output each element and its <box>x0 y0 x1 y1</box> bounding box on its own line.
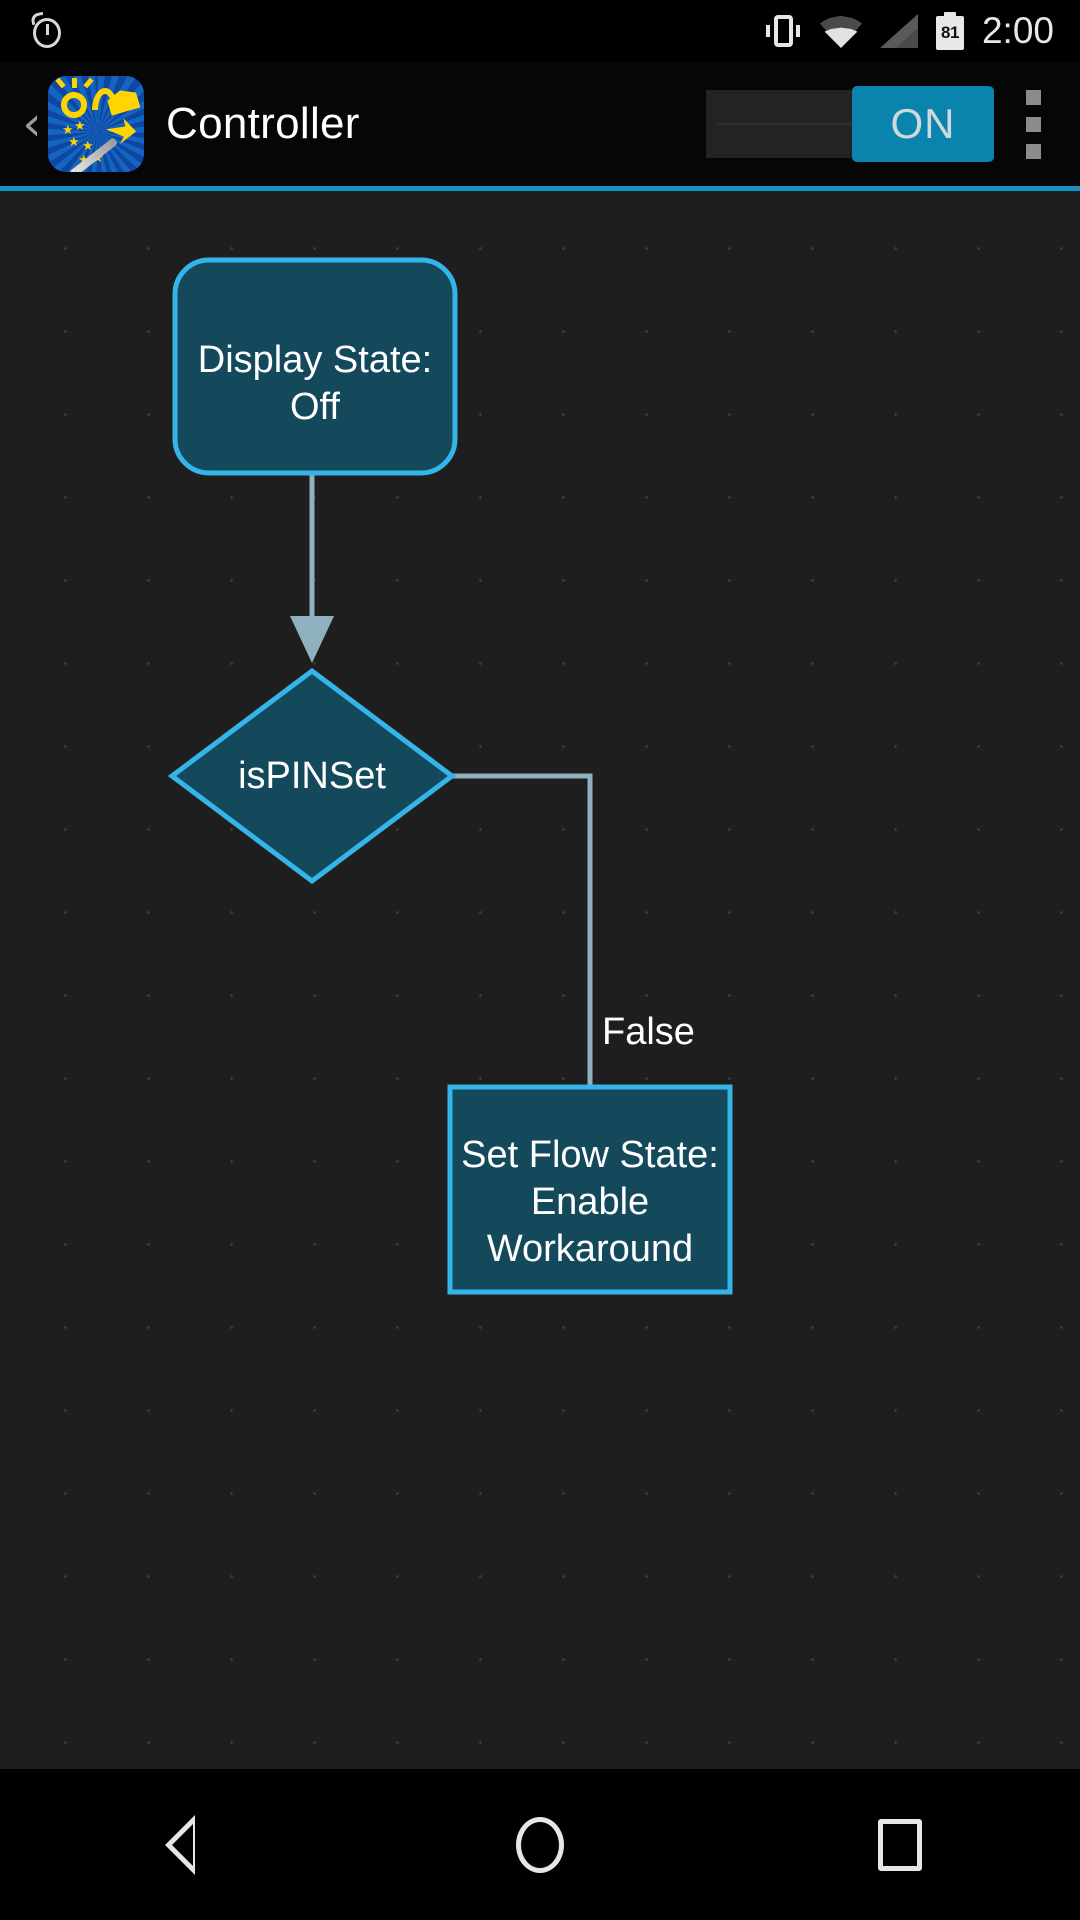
node-display-state[interactable] <box>172 257 458 476</box>
tasker-app-icon: ★ ★ ★ ★ ★ ★ <box>48 76 144 172</box>
node-is-pin-set[interactable] <box>167 667 457 885</box>
battery-level-text: 81 <box>941 23 959 42</box>
status-bar: 81 2:00 <box>0 0 1080 62</box>
status-clock: 2:00 <box>981 10 1054 51</box>
battery-icon: 81 <box>935 12 964 50</box>
page-title: Controller <box>166 99 360 148</box>
overflow-menu-icon[interactable] <box>994 62 1072 186</box>
android-nav-bar <box>0 1769 1080 1920</box>
flowchart-canvas[interactable]: Display State: Off isPINSet Set Flow Sta… <box>0 191 1080 1769</box>
alarm-clock-icon <box>29 11 66 49</box>
app-bar: ‹ ★ ★ ★ ★ ★ ★ Controller ON <box>0 62 1080 186</box>
toggle-label: ON <box>890 100 956 147</box>
edge-arrowhead-1 <box>290 616 334 663</box>
back-chevron-icon[interactable]: ‹ <box>22 96 42 152</box>
recents-icon[interactable] <box>810 1769 990 1920</box>
vibrate-icon <box>762 11 802 51</box>
node-set-flow-state[interactable] <box>447 1084 733 1295</box>
status-icons: 81 2:00 <box>762 10 1054 52</box>
edge-label-false: False <box>602 1011 695 1053</box>
flowchart-graphics <box>167 257 733 1295</box>
home-icon[interactable] <box>450 1769 630 1920</box>
toggle-thumb[interactable]: ON <box>852 86 994 162</box>
accent-underline <box>0 186 1080 191</box>
profile-enable-toggle[interactable]: ON <box>706 86 994 162</box>
toggle-track <box>716 122 984 126</box>
wifi-icon <box>819 14 862 48</box>
cell-signal-icon <box>879 14 918 48</box>
back-icon[interactable] <box>90 1769 270 1920</box>
